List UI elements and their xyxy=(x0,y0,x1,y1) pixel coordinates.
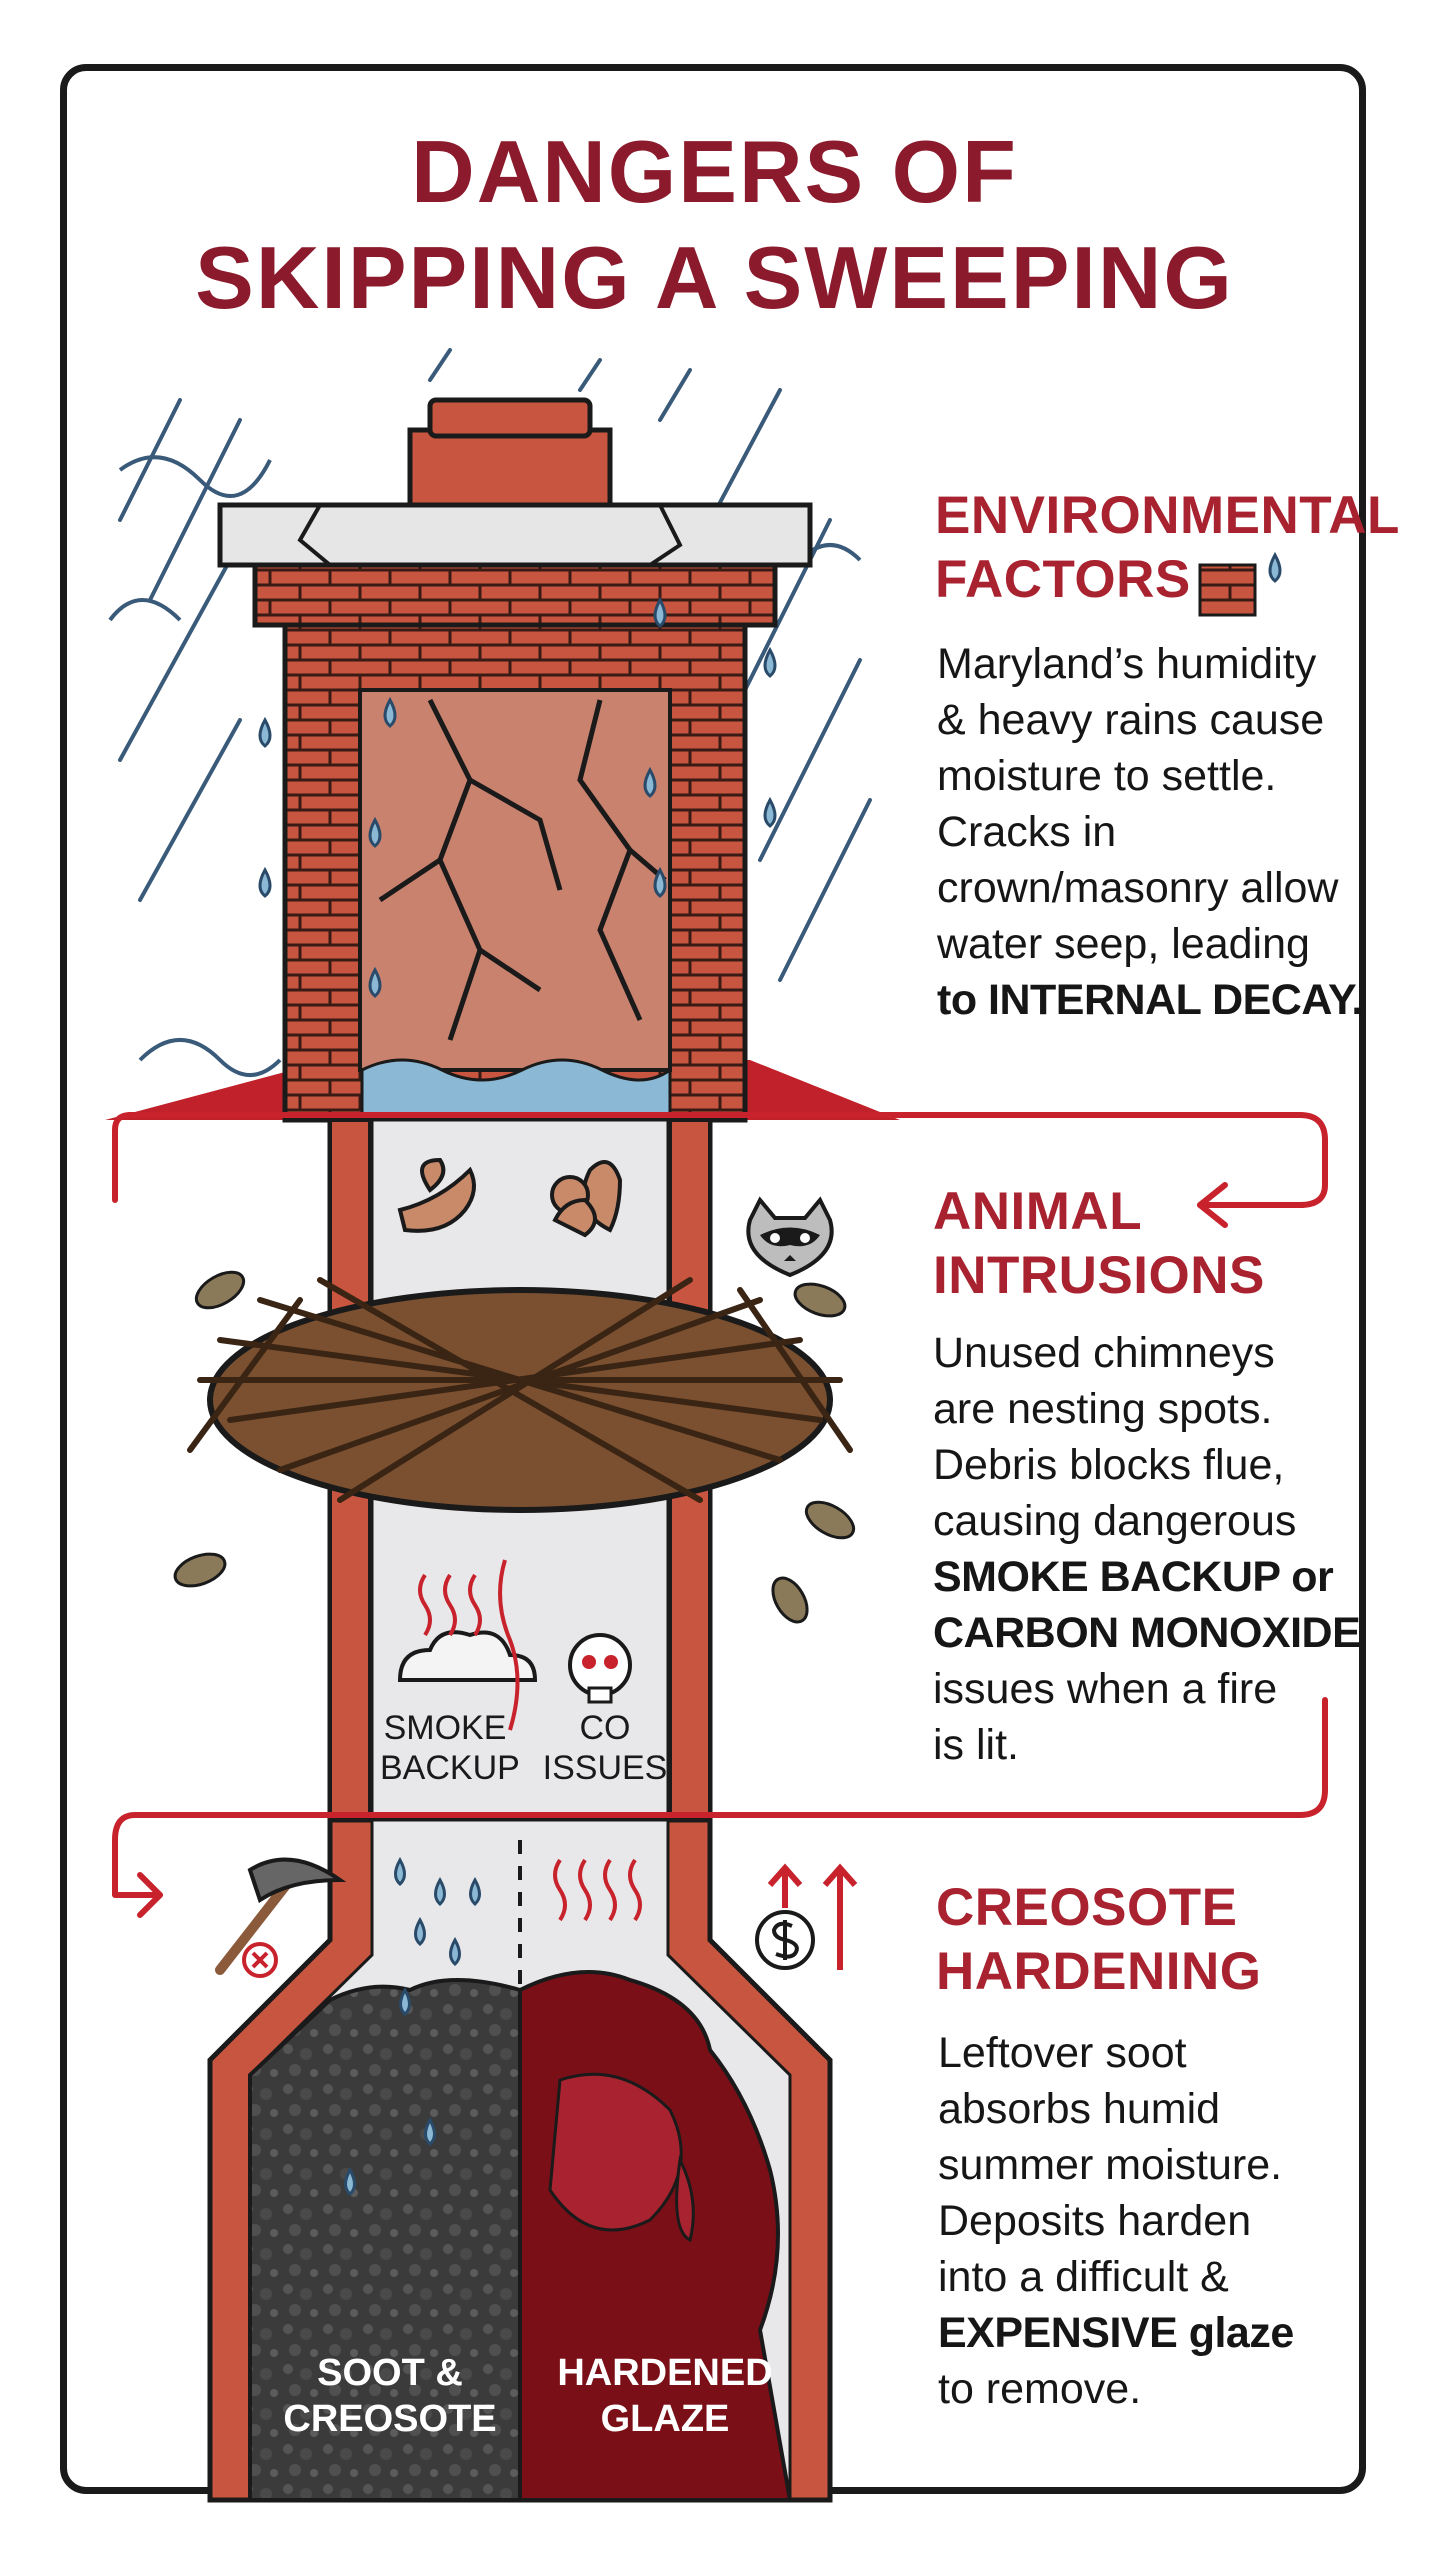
water-drops xyxy=(258,596,777,998)
co-issues-label: CO ISSUES xyxy=(542,1709,668,1787)
soot-creosote-label: SOOT & CREOSOTE xyxy=(283,2352,497,2440)
squirrel-icon xyxy=(550,1160,623,1238)
rain-streaks xyxy=(118,348,872,982)
heat-waves-icon xyxy=(418,1559,520,1731)
environmental-body: Maryland’s humidity & heavy rains cause … xyxy=(937,640,1363,1024)
creosote-body: Leftover soot absorbs humid summer moist… xyxy=(938,2029,1294,2413)
pickaxe-icon xyxy=(215,1857,347,1978)
water-pool xyxy=(360,1058,672,1122)
title-line-1: DANGERS OF xyxy=(411,122,1018,221)
raccoon-icon xyxy=(746,1196,834,1278)
rising-cost-icon xyxy=(755,1863,858,1970)
bird-icon xyxy=(397,1157,476,1233)
masonry-cracks xyxy=(378,698,667,1041)
title-line-2: SKIPPING A SWEEPING xyxy=(195,228,1234,327)
skull-icon xyxy=(568,1633,632,1704)
connector-arrows xyxy=(112,1112,1328,1918)
smoke-backup-label: SMOKE BACKUP xyxy=(380,1709,520,1787)
soot-deposit xyxy=(248,1978,522,2502)
hardened-glaze-label: HARDENED GLAZE xyxy=(557,2352,773,2440)
environmental-heading: ENVIRONMENTAL FACTORS xyxy=(935,486,1400,609)
nest-leaves xyxy=(173,1270,856,1624)
moisture-drops xyxy=(344,1856,481,2197)
animal-heading: ANIMAL INTRUSIONS xyxy=(933,1182,1265,1305)
chimney-cap-bricks xyxy=(252,562,778,628)
flue-pipe xyxy=(407,427,613,508)
animal-body: Unused chimneys are nesting spots. Debri… xyxy=(933,1329,1361,1769)
chimney-crown xyxy=(217,502,813,568)
bricks-water-icon xyxy=(1198,551,1282,617)
heat-arrows xyxy=(553,1858,642,1922)
smoke-icon xyxy=(397,1630,538,1682)
bird-nest xyxy=(187,1277,853,1513)
creosote-heading: CREOSOTE HARDENING xyxy=(936,1878,1262,2001)
